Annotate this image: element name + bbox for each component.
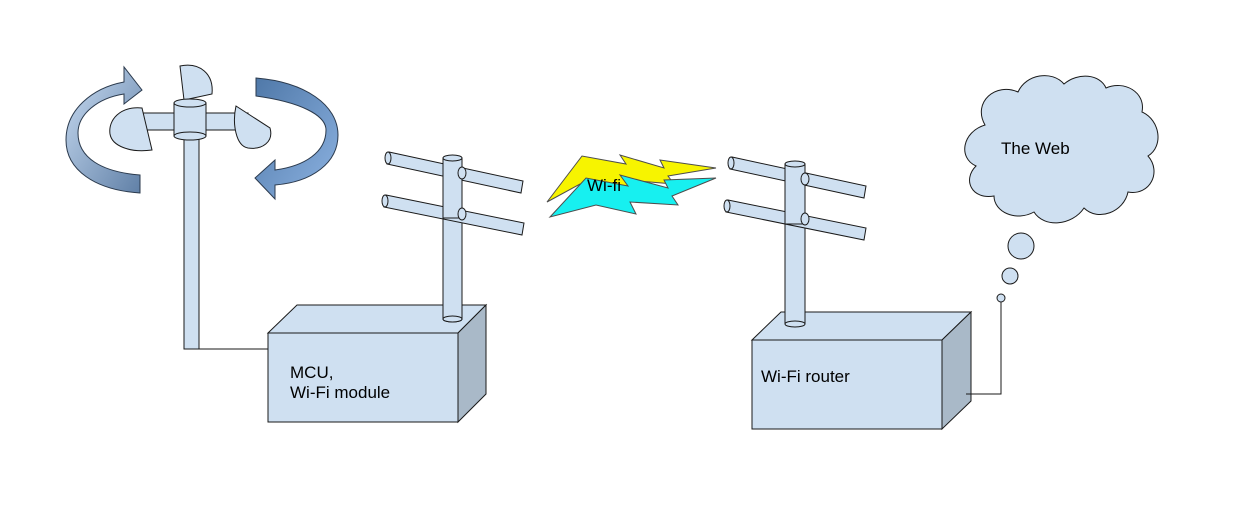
anemometer-cup-top xyxy=(179,64,213,101)
anemometer-cup-left xyxy=(109,107,153,152)
cloud-label: The Web xyxy=(1001,139,1070,158)
lightning-bolt-cyan-icon xyxy=(548,174,717,218)
router-box: Wi-Fi router xyxy=(750,300,973,431)
mcu-antenna xyxy=(381,151,525,323)
thought-bubble-small xyxy=(996,293,1006,303)
cloud-icon xyxy=(964,75,1159,224)
rotation-arrow-right-icon xyxy=(254,77,339,201)
anemometer-hub xyxy=(173,102,207,137)
wifi-link-label: Wi-fi xyxy=(587,176,621,195)
mcu-box: MCU, Wi-Fi module xyxy=(266,303,488,424)
router-antenna xyxy=(723,156,867,328)
thought-bubble-large xyxy=(1007,232,1035,260)
router-label: Wi-Fi router xyxy=(761,367,850,386)
web-cloud: The Web xyxy=(964,75,1159,303)
anemometer-mast xyxy=(183,134,200,350)
wifi-link: Wi-fi xyxy=(546,154,717,218)
mcu-box-front xyxy=(267,332,459,423)
anemometer-cup-right xyxy=(234,105,272,149)
rotation-arrow-left-icon xyxy=(65,65,143,194)
anemometer xyxy=(65,64,339,350)
mcu-label-line1: MCU, xyxy=(290,363,333,382)
router-box-front xyxy=(751,339,943,430)
router-web-wire xyxy=(966,302,1002,395)
thought-bubble-medium xyxy=(1001,267,1019,285)
mcu-label-line2: Wi-Fi module xyxy=(290,383,390,402)
